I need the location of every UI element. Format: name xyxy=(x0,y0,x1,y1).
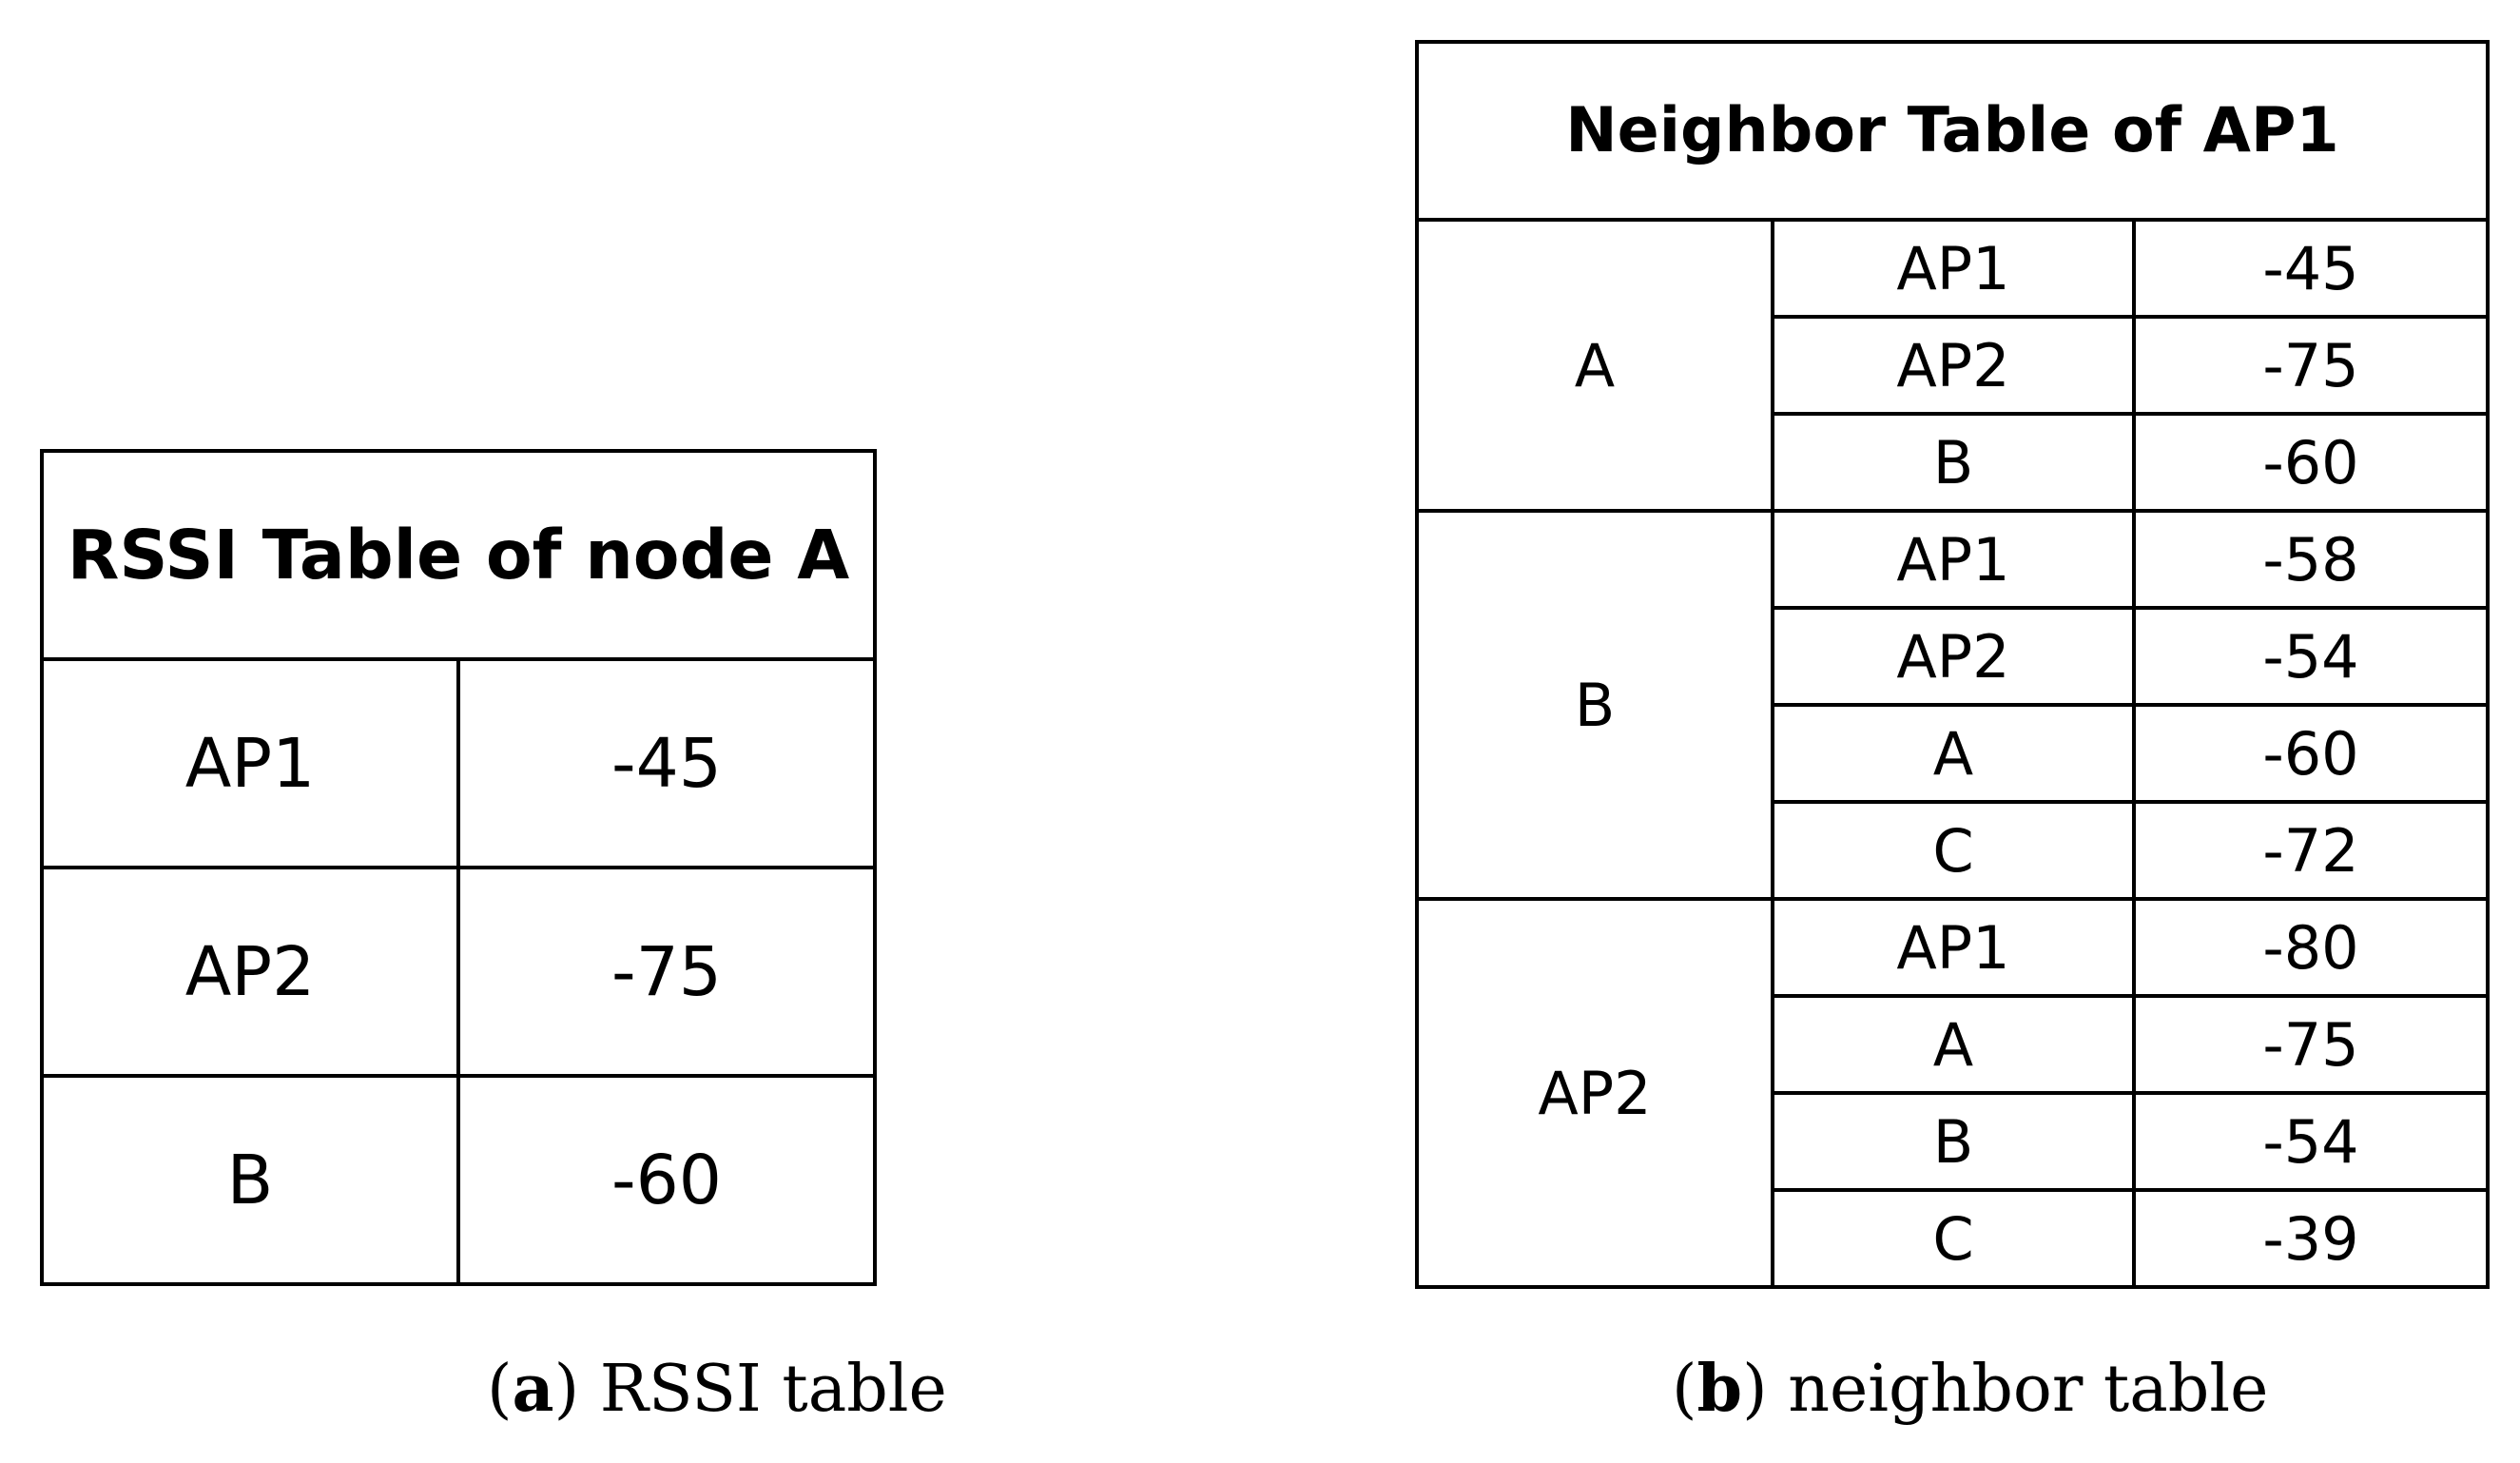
table-row: C -72 xyxy=(1417,800,2490,901)
rssi-ap-cell: AP1 xyxy=(40,657,460,869)
neighbor-cell: AP2 xyxy=(1771,315,2136,416)
neighbor-cell: AP1 xyxy=(1771,897,2136,998)
neighbor-cell: AP2 xyxy=(1771,606,2136,707)
table-row: A AP1 -45 xyxy=(1415,218,2490,513)
group-node-cell: AP2 xyxy=(1415,897,1774,1289)
caption-b: (b) neighbor table xyxy=(1672,1351,2269,1427)
table-row: AP2 AP1 -80 xyxy=(1415,897,2490,1289)
rssi-value-cell: -80 xyxy=(2132,897,2490,998)
table-row: AP1 -45 xyxy=(40,657,877,869)
rssi-value-cell: -54 xyxy=(2132,606,2490,707)
table-row: B AP1 -58 xyxy=(1415,509,2490,901)
rssi-value-cell: -75 xyxy=(2132,994,2490,1095)
neighbor-cell: C xyxy=(1771,800,2136,901)
group-node-cell: A xyxy=(1415,218,1774,513)
rssi-value-cell: -45 xyxy=(456,657,877,869)
caption-a-text: RSSI table xyxy=(599,1352,947,1427)
rssi-value-cell: -39 xyxy=(2132,1188,2490,1289)
rssi-value-cell: -58 xyxy=(2132,509,2490,610)
rssi-value-cell: -60 xyxy=(456,1074,877,1286)
caption-b-text: neighbor table xyxy=(1788,1352,2269,1427)
neighbor-cell: B xyxy=(1771,412,2136,513)
neighbor-table-title: Neighbor Table of AP1 xyxy=(1415,40,2490,222)
rssi-value-cell: -60 xyxy=(2132,703,2490,804)
table-row: AP2 -75 xyxy=(1417,315,2490,416)
table-row: A -60 xyxy=(1417,703,2490,804)
neighbor-cell: B xyxy=(1771,1091,2136,1192)
rssi-value-cell: -75 xyxy=(2132,315,2490,416)
neighbor-table: Neighbor Table of AP1 A AP1 -45 AP2 -75 … xyxy=(1415,40,2490,1289)
table-row: C -39 xyxy=(1417,1188,2490,1289)
neighbor-cell: A xyxy=(1771,703,2136,804)
neighbor-cell: AP1 xyxy=(1771,509,2136,610)
table-row: AP2 -54 xyxy=(1417,606,2490,707)
caption-a: (a) RSSI table xyxy=(487,1351,947,1427)
table-row: A -75 xyxy=(1417,994,2490,1095)
rssi-value-cell: -45 xyxy=(2132,218,2490,319)
rssi-ap-cell: AP2 xyxy=(40,866,460,1078)
rssi-value-cell: -54 xyxy=(2132,1091,2490,1192)
neighbor-cell: A xyxy=(1771,994,2136,1095)
table-row: B -60 xyxy=(1417,412,2490,513)
group-node-cell: B xyxy=(1415,509,1774,901)
rssi-table: RSSI Table of node A AP1 -45 AP2 -75 B -… xyxy=(40,449,877,1286)
caption-b-letter: b xyxy=(1696,1351,1743,1427)
rssi-ap-cell: B xyxy=(40,1074,460,1286)
neighbor-cell: AP1 xyxy=(1771,218,2136,319)
table-row: B -60 xyxy=(40,1074,877,1286)
rssi-value-cell: -60 xyxy=(2132,412,2490,513)
rssi-table-title: RSSI Table of node A xyxy=(40,449,877,661)
caption-a-letter: a xyxy=(512,1351,554,1427)
table-row: AP2 -75 xyxy=(40,866,877,1078)
neighbor-cell: C xyxy=(1771,1188,2136,1289)
table-row: B -54 xyxy=(1417,1091,2490,1192)
rssi-value-cell: -72 xyxy=(2132,800,2490,901)
rssi-value-cell: -75 xyxy=(456,866,877,1078)
